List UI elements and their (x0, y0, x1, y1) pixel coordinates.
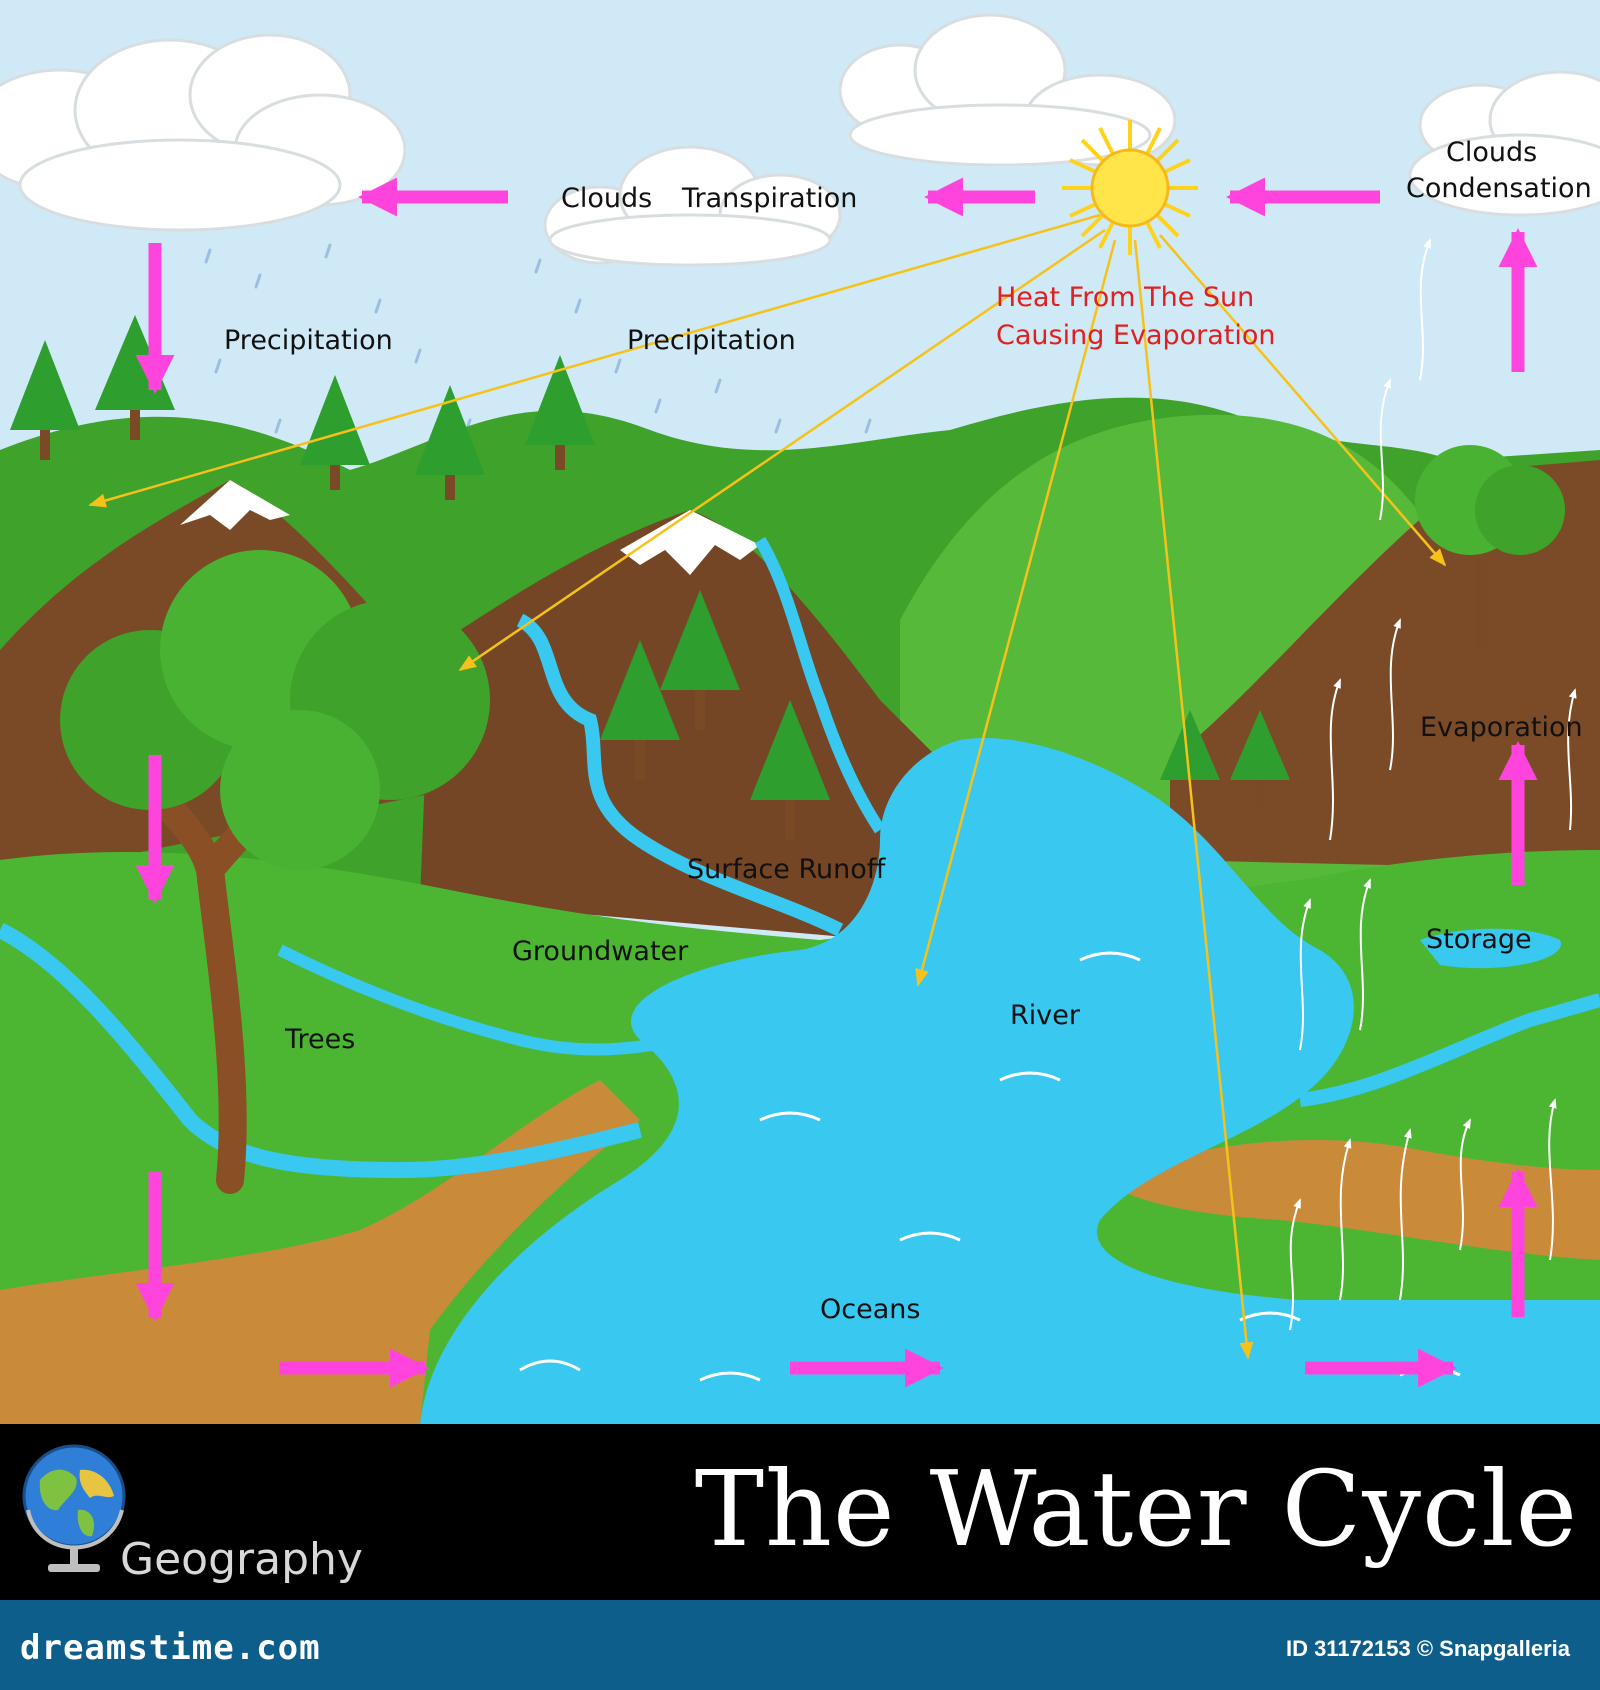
title-banner (0, 1424, 1600, 1600)
label-evaporation: Evaporation (1420, 712, 1583, 743)
stream-runoff (516, 613, 844, 937)
cycle-arrows (135, 177, 1538, 1388)
label-storage: Storage (1426, 924, 1532, 955)
site-name: dreamstime.com (20, 1628, 321, 1668)
water-cycle-scene (0, 0, 1600, 1424)
label-oceans: Oceans (820, 1294, 921, 1325)
stream-groundwater (277, 944, 682, 1056)
label-groundwater: Groundwater (512, 936, 689, 967)
label-surface-runoff: Surface Runoff (687, 854, 886, 885)
cloud-top-left (0, 33, 407, 232)
label-causing-evaporation: Causing Evaporation (996, 320, 1276, 351)
stream-left (0, 922, 642, 1179)
river (420, 738, 1600, 1424)
label-trees: Trees (285, 1024, 356, 1055)
snow-cap-center (620, 510, 760, 575)
globe-icon (22, 1444, 126, 1572)
label-precipitation-left: Precipitation (224, 325, 393, 356)
label-precipitation-center: Precipitation (627, 325, 796, 356)
label-heat-from-sun: Heat From The Sun (996, 282, 1255, 313)
mountain-center (420, 510, 1010, 940)
label-clouds-left: Clouds (561, 183, 653, 214)
image-id: ID 31172153 © Snapgalleria (1285, 1636, 1570, 1661)
subject-label: Geography (120, 1534, 363, 1585)
pine-trees (10, 315, 1290, 840)
cloud-top-center (838, 13, 1177, 167)
stream-right (1299, 993, 1600, 1107)
big-tree (60, 550, 490, 1194)
sun-rays (88, 213, 1447, 1360)
sun (1062, 120, 1198, 255)
evaporation-arrows (1289, 238, 1577, 1331)
footer-bar (0, 1600, 1600, 1690)
diagram-title: The Water Cycle (694, 1448, 1578, 1570)
waves (519, 951, 1461, 1382)
label-transpiration: Transpiration (682, 183, 858, 214)
sand-bank-right (1100, 1140, 1600, 1260)
label-river: River (1010, 1000, 1080, 1031)
snow-cap-left (180, 480, 290, 530)
label-clouds-right: Clouds (1446, 137, 1538, 168)
storage-pond (1420, 928, 1561, 969)
right-tree (1415, 445, 1565, 650)
stream-mountain (754, 536, 885, 834)
cloud-center (543, 145, 842, 267)
cloud-top-right (1408, 70, 1600, 217)
label-condensation: Condensation (1406, 173, 1592, 204)
